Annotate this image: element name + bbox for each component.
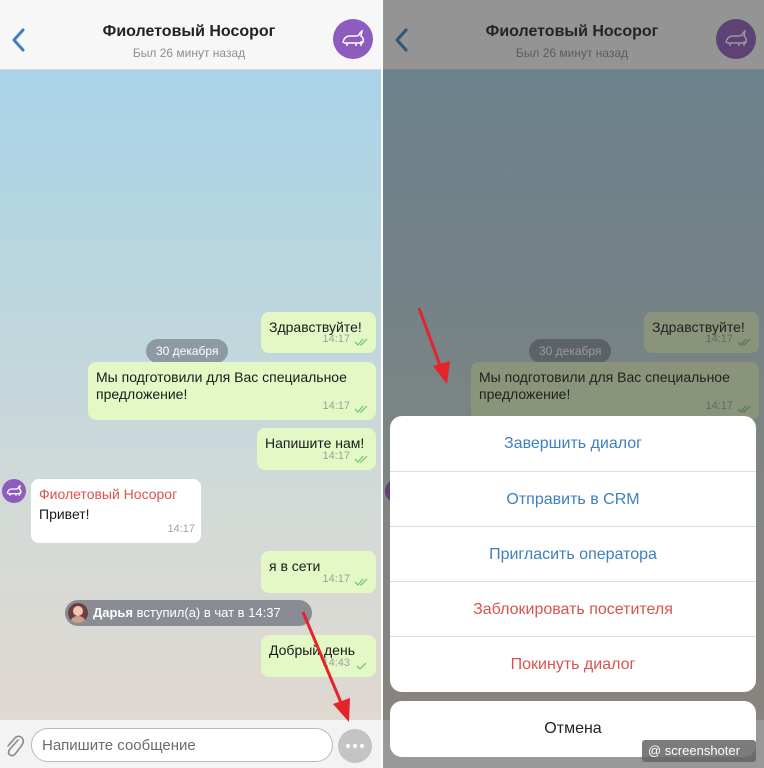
- message-input[interactable]: [31, 728, 333, 762]
- message-time: 14:17: [705, 400, 733, 412]
- message-bubble-outgoing[interactable]: Напишите нам! 14:17: [257, 428, 376, 470]
- rhino-logo-icon: [342, 30, 364, 46]
- message-time: 14:17: [322, 573, 350, 585]
- back-button[interactable]: [391, 26, 413, 54]
- message-bubble-incoming[interactable]: Фиолетовый Носорог Привет! 14:17: [31, 479, 201, 543]
- leave-dialog-button[interactable]: Покинуть диалог: [390, 636, 756, 691]
- panel-divider: [381, 0, 383, 768]
- date-separator: 30 декабря: [529, 339, 612, 363]
- message-bubble-outgoing[interactable]: Добрый день 14:43: [261, 635, 376, 677]
- message-composer: [0, 719, 381, 768]
- join-notice: Дарья вступил(а) в чат в 14:37: [65, 600, 312, 626]
- message-time: 14:17: [322, 400, 350, 412]
- invite-operator-button[interactable]: Пригласить оператора: [390, 526, 756, 581]
- more-actions-button[interactable]: [338, 729, 372, 763]
- read-checkmarks-icon: [737, 338, 751, 346]
- block-visitor-button[interactable]: Заблокировать посетителя: [390, 581, 756, 636]
- send-to-crm-button[interactable]: Отправить в CRM: [390, 471, 756, 526]
- message-text: Мы подготовили для Вас специальное предл…: [479, 369, 730, 402]
- read-checkmarks-icon: [737, 405, 751, 413]
- chat-header: Фиолетовый Носорог Был 26 минут назад: [0, 0, 381, 70]
- contact-avatar[interactable]: [716, 19, 756, 59]
- screenshoter-watermark: @ screenshoter: [642, 740, 756, 762]
- message-bubble-outgoing[interactable]: я в сети 14:17: [261, 551, 376, 593]
- message-text: Здравствуйте!: [269, 319, 362, 335]
- message-bubble-outgoing[interactable]: Мы подготовили для Вас специальное предл…: [88, 362, 376, 420]
- message-text: Мы подготовили для Вас специальное предл…: [96, 369, 347, 402]
- chat-screen-action-sheet: Фиолетовый Носорог Был 26 минут назад Зд…: [383, 0, 764, 768]
- message-bubble-outgoing: Здравствуйте! 14:17: [644, 312, 759, 353]
- sent-checkmark-icon: [356, 662, 367, 670]
- message-time: 14:43: [322, 657, 350, 669]
- back-button[interactable]: [8, 26, 30, 54]
- chat-title: Фиолетовый Носорог: [485, 23, 659, 40]
- join-notice-text: вступил(а) в чат в 14:37: [133, 605, 281, 620]
- read-checkmarks-icon: [354, 455, 368, 463]
- read-checkmarks-icon: [354, 405, 368, 413]
- chat-last-seen: Был 26 минут назад: [515, 46, 629, 60]
- contact-avatar[interactable]: [333, 19, 373, 59]
- sender-avatar: [2, 479, 26, 503]
- operator-name: Дарья: [93, 605, 134, 620]
- message-text: Привет!: [39, 506, 90, 522]
- end-dialog-button[interactable]: Завершить диалог: [504, 435, 642, 452]
- chat-last-seen: Был 26 минут назад: [132, 46, 246, 60]
- action-sheet: Завершить диалог Отправить в CRM Приглас…: [390, 416, 756, 692]
- chevron-left-icon: [395, 28, 408, 52]
- operator-avatar: [68, 603, 88, 623]
- message-text: Напишите нам!: [265, 435, 365, 451]
- chat-screen: Фиолетовый Носорог Был 26 минут назад Зд…: [0, 0, 381, 768]
- date-separator: 30 декабря: [146, 339, 229, 363]
- message-bubble-outgoing[interactable]: Здравствуйте! 14:17: [261, 312, 376, 353]
- message-sender-name: Фиолетовый Носорог: [39, 486, 178, 502]
- paperclip-icon[interactable]: [4, 734, 24, 758]
- read-checkmarks-icon: [354, 578, 368, 586]
- message-time: 14:17: [167, 523, 195, 535]
- message-time: 14:17: [322, 333, 350, 345]
- chevron-left-icon: [12, 28, 25, 52]
- rhino-logo-icon: [6, 485, 22, 496]
- message-time: 14:17: [705, 333, 733, 345]
- read-checkmarks-icon: [354, 338, 368, 346]
- message-text: я в сети: [269, 558, 321, 574]
- message-bubble-outgoing: Мы подготовили для Вас специальное предл…: [471, 362, 759, 420]
- chat-header: Фиолетовый Носорог Был 26 минут назад: [383, 0, 764, 70]
- message-time: 14:17: [322, 450, 350, 462]
- chat-title: Фиолетовый Носорог: [102, 23, 276, 40]
- rhino-logo-icon: [725, 30, 747, 46]
- message-text: Здравствуйте!: [652, 319, 745, 335]
